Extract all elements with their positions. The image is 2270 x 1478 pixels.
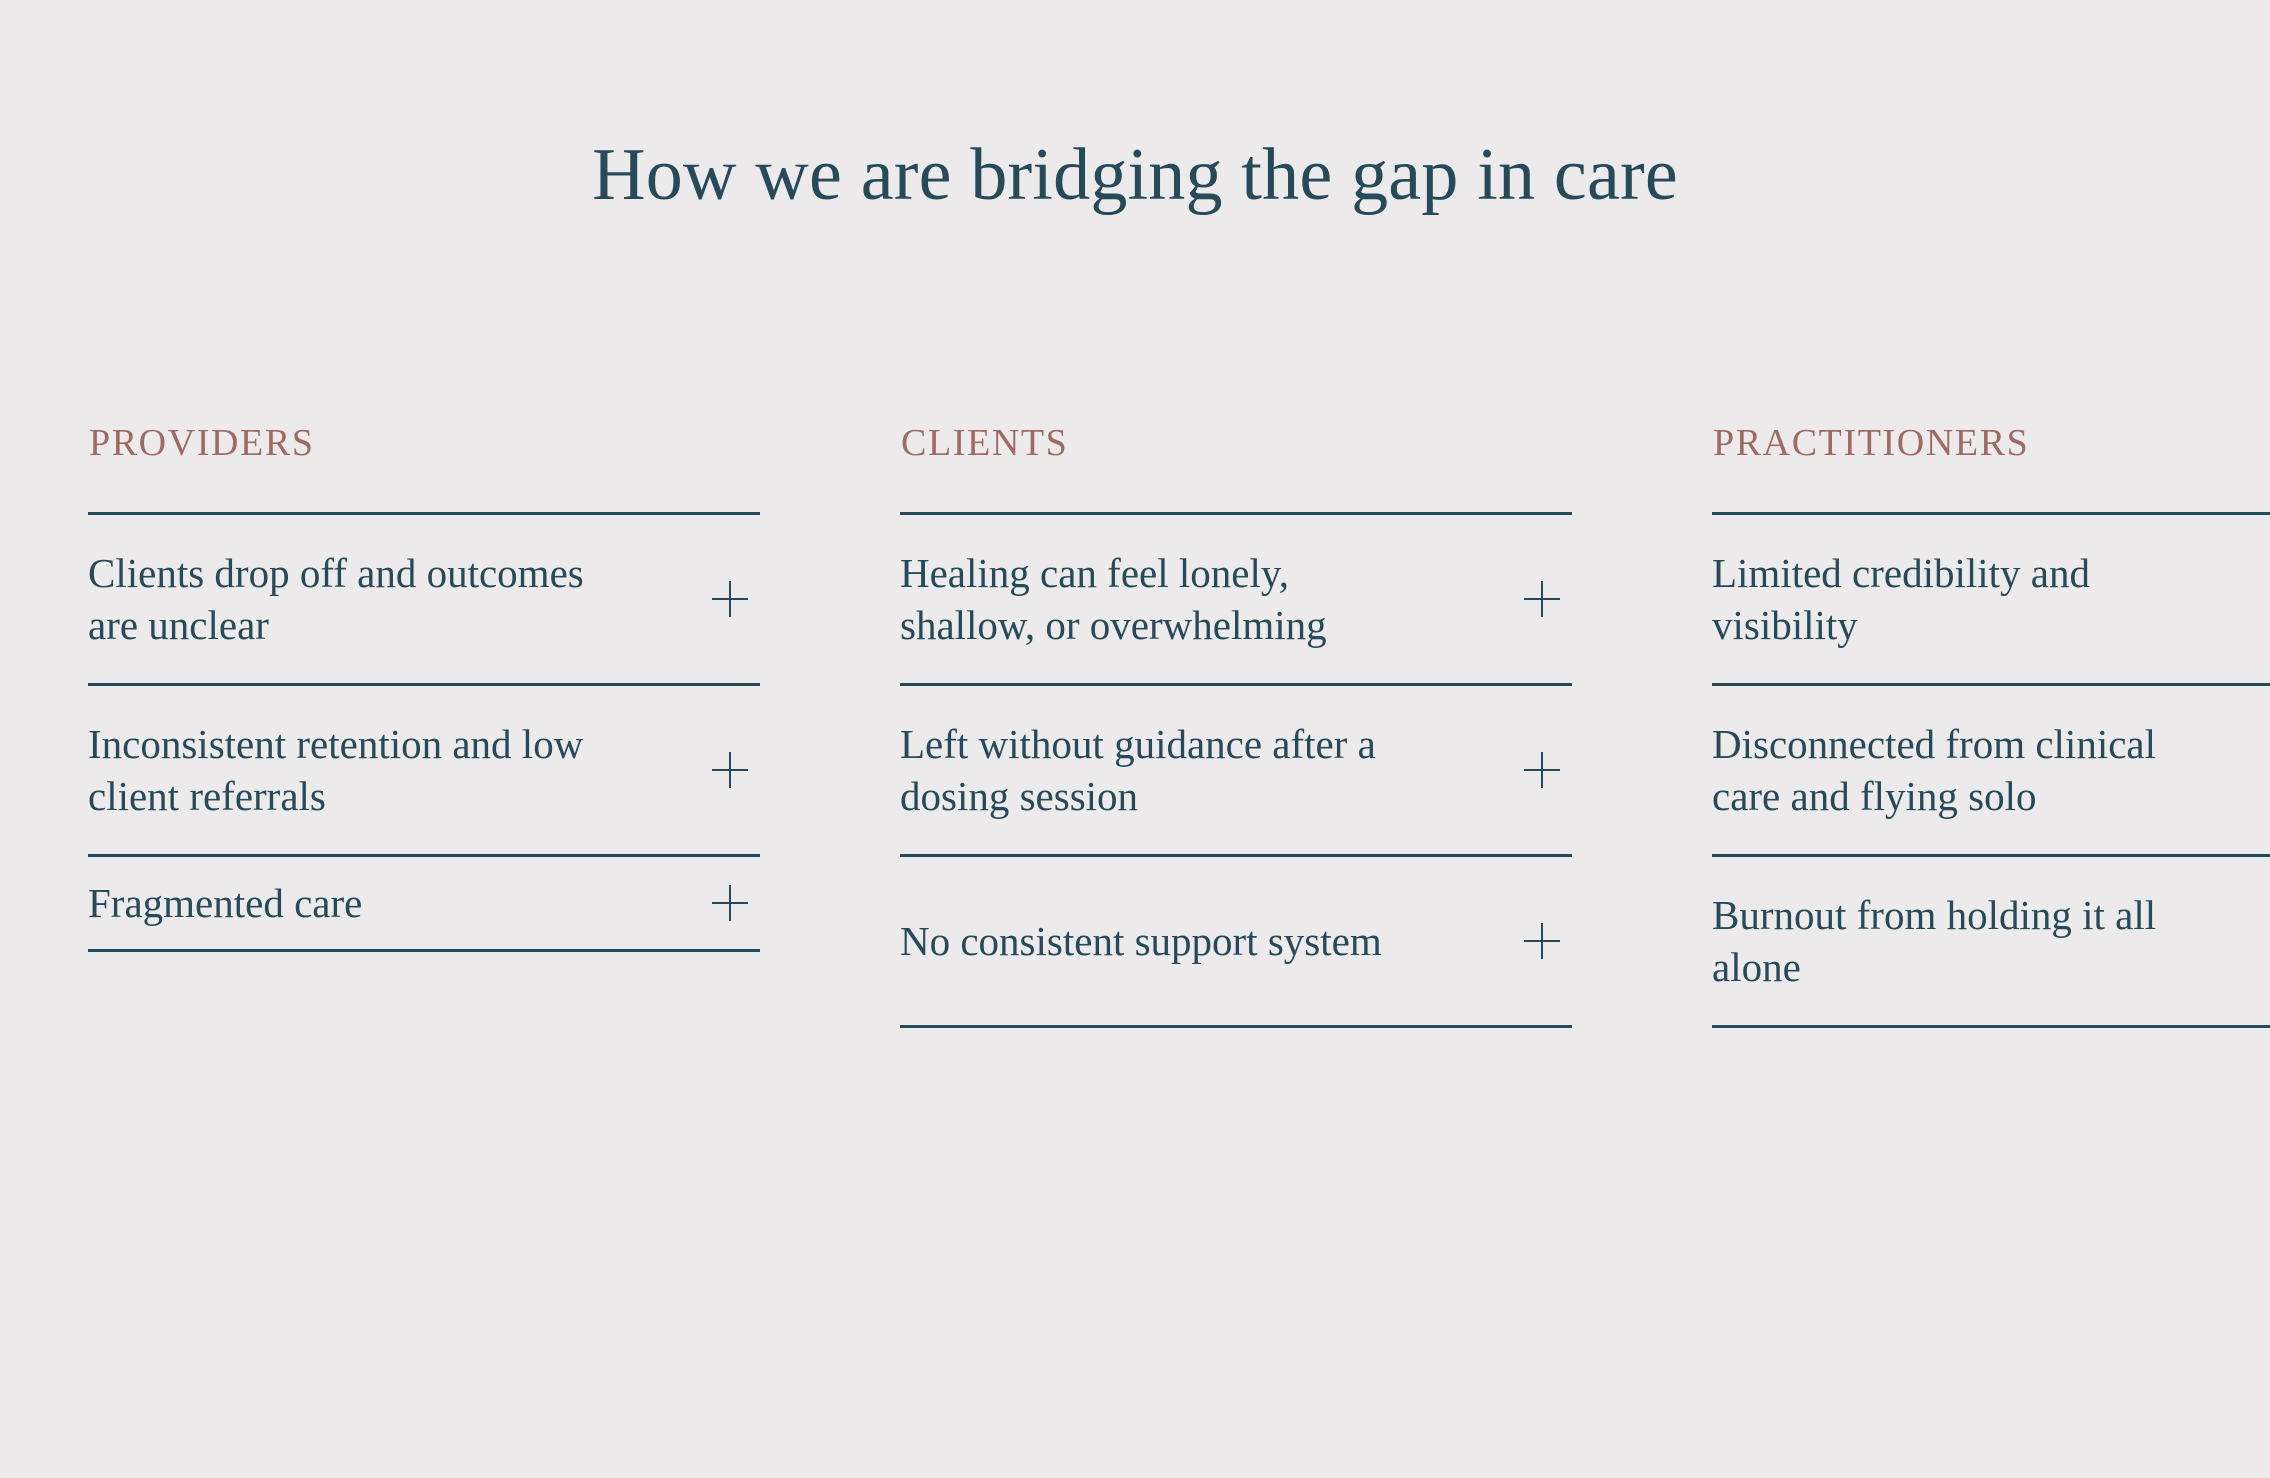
column-heading-providers: PROVIDERS bbox=[89, 422, 315, 464]
accordion-item-divider bbox=[1712, 683, 2270, 686]
accordion-item-label: Fragmented care bbox=[88, 879, 363, 926]
accordion-item[interactable]: Inconsistent retention and low client re… bbox=[88, 686, 760, 854]
accordion-item-label: Left without guidance after a dosing ses… bbox=[900, 720, 1376, 819]
accordion-item-divider bbox=[900, 1025, 1572, 1028]
accordion-item-label: Limited credibility and visibility bbox=[1712, 549, 2091, 648]
accordion-item-label: No consistent support system bbox=[900, 917, 1382, 964]
accordion-item-label: Clients drop off and outcomes are unclea… bbox=[88, 549, 584, 648]
column-clients: CLIENTS Healing can feel lonely, shallow… bbox=[900, 424, 1572, 1028]
accordion-practitioners: Limited credibility and visibility Disco… bbox=[1712, 515, 2270, 1028]
accordion-item-divider bbox=[88, 854, 760, 857]
accordion-item[interactable]: Left without guidance after a dosing ses… bbox=[900, 686, 1572, 854]
column-heading-clients: CLIENTS bbox=[901, 422, 1069, 464]
accordion-item-divider bbox=[1712, 1025, 2270, 1028]
comparison-columns: PROVIDERS Clients drop off and outcomes … bbox=[88, 424, 2270, 1028]
accordion-item-divider bbox=[88, 683, 760, 686]
accordion-item-divider bbox=[900, 683, 1572, 686]
column-heading-divider bbox=[900, 512, 1572, 515]
column-providers: PROVIDERS Clients drop off and outcomes … bbox=[88, 424, 760, 952]
accordion-item[interactable]: No consistent support system bbox=[900, 857, 1572, 1025]
accordion-item-label: Burnout from holding it all alone bbox=[1712, 891, 2157, 990]
accordion-item-label: Inconsistent retention and low client re… bbox=[88, 720, 584, 819]
accordion-item-label: Healing can feel lonely, shallow, or ove… bbox=[900, 549, 1327, 648]
accordion-item[interactable]: Fragmented care bbox=[88, 857, 760, 949]
plus-icon[interactable] bbox=[1524, 752, 1560, 788]
accordion-item[interactable]: Healing can feel lonely, shallow, or ove… bbox=[900, 515, 1572, 683]
plus-icon[interactable] bbox=[712, 752, 748, 788]
accordion-item[interactable]: Burnout from holding it all alone bbox=[1712, 857, 2270, 1025]
plus-icon[interactable] bbox=[712, 885, 748, 921]
column-practitioners: PRACTITIONERS Limited credibility and vi… bbox=[1712, 424, 2270, 1028]
accordion-item-divider bbox=[1712, 854, 2270, 857]
column-heading-divider bbox=[1712, 512, 2270, 515]
accordion-clients: Healing can feel lonely, shallow, or ove… bbox=[900, 515, 1572, 1028]
plus-icon[interactable] bbox=[712, 581, 748, 617]
accordion-item[interactable]: Disconnected from clinical care and flyi… bbox=[1712, 686, 2270, 854]
plus-icon[interactable] bbox=[1524, 581, 1560, 617]
accordion-item-divider bbox=[88, 949, 760, 952]
accordion-item-label: Disconnected from clinical care and flyi… bbox=[1712, 720, 2156, 819]
page-title: How we are bridging the gap in care bbox=[592, 133, 1678, 216]
accordion-item[interactable]: Clients drop off and outcomes are unclea… bbox=[88, 515, 760, 683]
column-heading-divider bbox=[88, 512, 760, 515]
column-heading-practitioners: PRACTITIONERS bbox=[1713, 422, 2030, 464]
accordion-item-divider bbox=[900, 854, 1572, 857]
plus-icon[interactable] bbox=[1524, 923, 1560, 959]
accordion-providers: Clients drop off and outcomes are unclea… bbox=[88, 515, 760, 952]
accordion-item[interactable]: Limited credibility and visibility bbox=[1712, 515, 2270, 683]
